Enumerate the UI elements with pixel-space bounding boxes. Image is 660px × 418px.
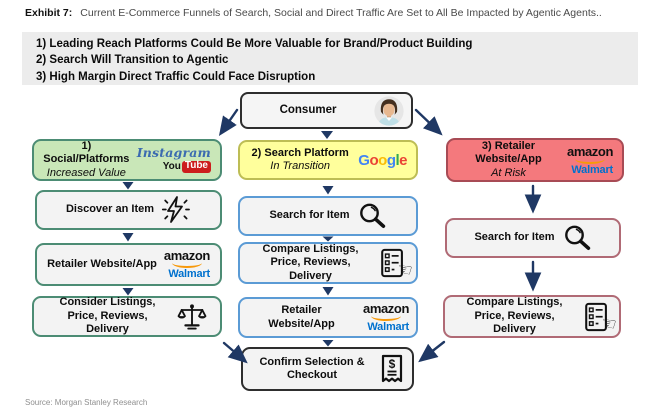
search-header-title: 2) Search Platform xyxy=(251,146,349,159)
checkout-node: Confirm Selection & Checkout $ xyxy=(241,347,414,391)
amazon-logo: amazon xyxy=(363,302,409,321)
social-step-retailer: Retailer Website/App amazon Walmart xyxy=(35,243,222,286)
amazon-smile-icon xyxy=(574,154,605,164)
arrow-social-header-to-discover xyxy=(122,182,134,190)
social-header-text: 1) Social/Platforms Increased Value xyxy=(43,140,130,180)
source-note: Source: Morgan Stanley Research xyxy=(25,398,148,407)
receipt-icon: $ xyxy=(380,354,404,385)
key-point-2: 2) Search Will Transition to Agentic xyxy=(36,54,229,67)
search-step-compare: Compare Listings, Price, Reviews, Delive… xyxy=(238,242,418,284)
funnel-header-search: 2) Search Platform In Transition Google xyxy=(238,140,418,180)
arrow-discover-to-retailer xyxy=(122,233,134,242)
arrow-retailer-to-consider xyxy=(122,288,134,296)
search-header-text: 2) Search Platform In Transition xyxy=(249,147,351,174)
pointer-hand-icon: ☜ xyxy=(395,258,415,282)
social-step-discover: Discover an Item xyxy=(35,190,222,230)
key-point-3: 3) High Margin Direct Traffic Could Face… xyxy=(36,70,316,83)
social-header-subtitle: Increased Value xyxy=(46,166,126,179)
arrow-search-header-to-search xyxy=(322,186,334,195)
exhibit-title-line: Exhibit 7: Current E-Commerce Funnels of … xyxy=(25,7,602,19)
search-step-retailer: Retailer Website/App amazon Walmart xyxy=(238,297,418,338)
retailer-header-text: 3) Retailer Website/App At Risk xyxy=(457,140,560,180)
amazon-smile-icon xyxy=(370,311,401,321)
consumer-node: Consumer xyxy=(240,92,413,129)
walmart-logo: Walmart xyxy=(571,163,613,176)
arrow-retailer-to-checkout xyxy=(322,340,334,347)
search-step-compare-label: Compare Listings, Price, Reviews, Delive… xyxy=(262,242,359,282)
retailer-step-search-label: Search for Item xyxy=(474,231,555,244)
retailer-header-title: 3) Retailer Website/App xyxy=(475,139,542,166)
arrow-compare-to-retailer xyxy=(322,287,334,296)
search-step-search-label: Search for Item xyxy=(269,209,350,222)
pointer-hand-icon: ☜ xyxy=(599,312,619,336)
retailer-step-search: Search for Item xyxy=(445,218,621,258)
lightning-spark-icon xyxy=(161,195,191,225)
amazon-logo: amazon xyxy=(567,145,613,164)
social-step-retailer-label: Retailer Website/App xyxy=(47,257,157,270)
key-takeaways-box: 1) Leading Reach Platforms Could Be More… xyxy=(22,32,638,85)
magnifier-icon xyxy=(562,223,592,253)
svg-text:$: $ xyxy=(389,357,396,371)
arrow-compare-to-checkout xyxy=(418,340,446,363)
amazon-logo: amazon xyxy=(164,249,210,268)
social-step-retailer-logos: amazon Walmart xyxy=(164,249,210,280)
google-logo: Google xyxy=(358,151,407,169)
amazon-smile-icon xyxy=(171,258,202,268)
exhibit-number: Exhibit 7: xyxy=(25,7,73,19)
retailer-step-compare: Compare Listings, Price, Reviews, Delive… xyxy=(443,295,621,338)
social-step-consider-label: Consider Listings, Price, Reviews, Deliv… xyxy=(59,296,156,336)
search-step-retailer-logos: amazon Walmart xyxy=(363,302,409,333)
walmart-logo: Walmart xyxy=(168,268,210,280)
social-step-discover-label: Discover an Item xyxy=(65,203,155,216)
key-point-1: 1) Leading Reach Platforms Could Be More… xyxy=(36,38,473,50)
consumer-avatar-icon xyxy=(374,95,404,126)
consumer-label: Consumer xyxy=(279,104,337,117)
funnel-header-retailer: 3) Retailer Website/App At Risk amazon W… xyxy=(446,138,624,182)
retailer-header-logos: amazon Walmart xyxy=(567,145,613,176)
checklist-hand-icon: ☜ xyxy=(379,248,414,282)
arrow-consumer-to-social xyxy=(218,108,239,136)
arrow-consumer-to-search xyxy=(321,131,333,139)
checkout-label: Confirm Selection & Checkout xyxy=(259,355,365,381)
social-header-title: 1) Social/Platforms xyxy=(43,139,130,166)
exhibit-title: Current E-Commerce Funnels of Search, So… xyxy=(80,7,602,19)
instagram-logo: Instagram xyxy=(136,145,211,161)
funnel-header-social: 1) Social/Platforms Increased Value Inst… xyxy=(32,139,222,181)
arrow-consumer-to-retailer xyxy=(414,108,443,136)
retailer-step-compare-label: Compare Listings, Price, Reviews, Delive… xyxy=(466,296,563,336)
search-step-retailer-label: Retailer Website/App xyxy=(268,304,335,330)
checklist-hand-icon: ☜ xyxy=(583,302,618,335)
search-step-search: Search for Item xyxy=(238,196,418,236)
social-step-consider: Consider Listings, Price, Reviews, Deliv… xyxy=(32,296,222,337)
walmart-logo: Walmart xyxy=(367,321,409,333)
retailer-header-subtitle: At Risk xyxy=(491,166,526,179)
balance-scale-icon xyxy=(176,303,208,331)
arrow-search-to-compare xyxy=(322,236,334,242)
search-header-subtitle: In Transition xyxy=(270,160,330,172)
magnifier-icon xyxy=(357,201,387,231)
